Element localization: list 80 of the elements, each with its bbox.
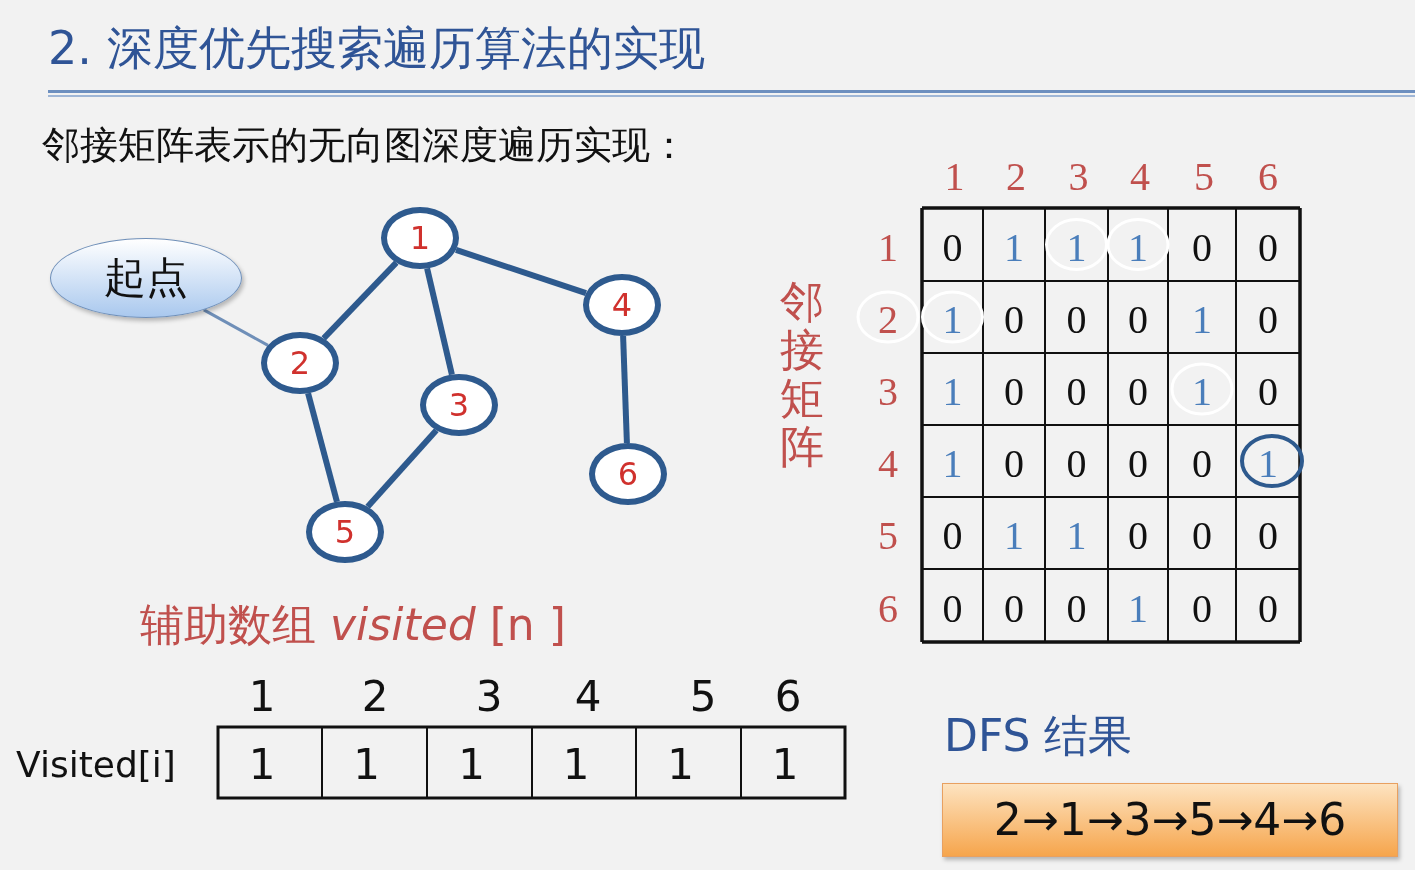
array-index: 1 [248, 676, 276, 718]
matrix-value: 0 [1128, 300, 1148, 340]
column-header: 6 [1258, 157, 1278, 197]
vertex-label: 5 [334, 516, 356, 548]
matrix-value: 0 [942, 588, 963, 629]
vertex-label: 2 [289, 347, 311, 379]
matrix-value: 0 [942, 227, 963, 268]
array-value: 1 [458, 744, 485, 786]
matrix-value: 0 [1004, 588, 1024, 629]
matrix-value: 0 [1258, 588, 1278, 629]
matrix-value: 0 [1192, 444, 1212, 484]
matrix-value: 0 [1066, 300, 1087, 340]
row-header: 6 [878, 588, 898, 629]
column-header: 1 [944, 157, 965, 197]
column-header: 5 [1194, 157, 1214, 197]
subtitle: 邻接矩阵表示的无向图深度遍历实现： [42, 126, 688, 164]
matrix-value: 1 [1128, 227, 1148, 268]
array-value: 1 [771, 744, 799, 786]
matrix-value: 0 [1128, 444, 1148, 484]
matrix-value: 0 [1258, 300, 1278, 340]
matrix-value: 0 [1066, 372, 1087, 412]
row-header: 5 [878, 516, 898, 556]
matrix-value: 1 [1004, 516, 1024, 556]
matrix-value: 1 [1192, 300, 1212, 340]
result-box: 2→1→3→5→4→6 [942, 783, 1398, 857]
matrix-value: 0 [1192, 516, 1212, 556]
matrix-value: 0 [1192, 227, 1212, 268]
array-value: 1 [667, 744, 694, 786]
matrix-value: 0 [1258, 516, 1278, 556]
matrix-value: 1 [1066, 227, 1087, 268]
vertex-label: 6 [617, 458, 639, 490]
page-title: 2. 深度优先搜索遍历算法的实现 [48, 20, 705, 77]
vertex-label: 1 [409, 222, 431, 254]
callout-text: 起点 [104, 257, 188, 299]
graph-edge [455, 247, 587, 296]
array-index: 3 [475, 676, 503, 718]
graph-edge [365, 428, 439, 509]
column-header: 3 [1068, 157, 1089, 197]
array-index: 5 [689, 676, 717, 718]
matrix-value: 1 [1128, 588, 1148, 629]
row-header: 3 [878, 372, 898, 412]
row-header: 2 [878, 300, 898, 340]
matrix-value: 0 [1258, 227, 1278, 268]
vertex-label: 3 [448, 389, 470, 421]
array-caption: 辅助数组 visited [n ] [140, 603, 566, 647]
matrix-value: 1 [942, 300, 963, 340]
matrix-value: 0 [942, 516, 963, 556]
array-label: Visited[i] [16, 747, 176, 783]
column-header: 2 [1006, 157, 1026, 197]
matrix-value: 0 [1004, 444, 1024, 484]
matrix-value: 0 [1066, 444, 1087, 484]
graph-edge [620, 335, 630, 444]
matrix-value: 1 [1258, 444, 1278, 484]
graph-edge [424, 267, 455, 376]
array-index: 2 [361, 676, 389, 718]
array-value: 1 [248, 744, 276, 786]
matrix-value: 1 [942, 372, 963, 412]
matrix-value: 1 [1066, 516, 1087, 556]
row-header: 4 [878, 444, 898, 484]
matrix-value: 0 [1128, 372, 1148, 412]
matrix-value: 0 [1004, 372, 1024, 412]
array-value: 1 [353, 744, 380, 786]
array-value: 1 [562, 744, 590, 786]
array-index: 6 [774, 676, 802, 718]
matrix-value: 1 [1192, 372, 1212, 412]
matrix-value: 0 [1128, 516, 1148, 556]
graph-edge [305, 392, 340, 503]
matrix-title: 邻接矩阵 [780, 278, 824, 472]
matrix-value: 0 [1192, 588, 1212, 629]
matrix-value: 1 [942, 444, 963, 484]
array-index: 4 [574, 676, 602, 718]
vertex-label: 4 [611, 289, 633, 321]
graph-edge [321, 260, 399, 341]
matrix-value: 0 [1004, 300, 1024, 340]
column-header: 4 [1130, 157, 1150, 197]
matrix-value: 1 [1004, 227, 1024, 268]
row-header: 1 [878, 227, 898, 268]
matrix-value: 0 [1258, 372, 1278, 412]
matrix-value: 0 [1066, 588, 1087, 629]
result-heading: DFS 结果 [944, 714, 1133, 758]
